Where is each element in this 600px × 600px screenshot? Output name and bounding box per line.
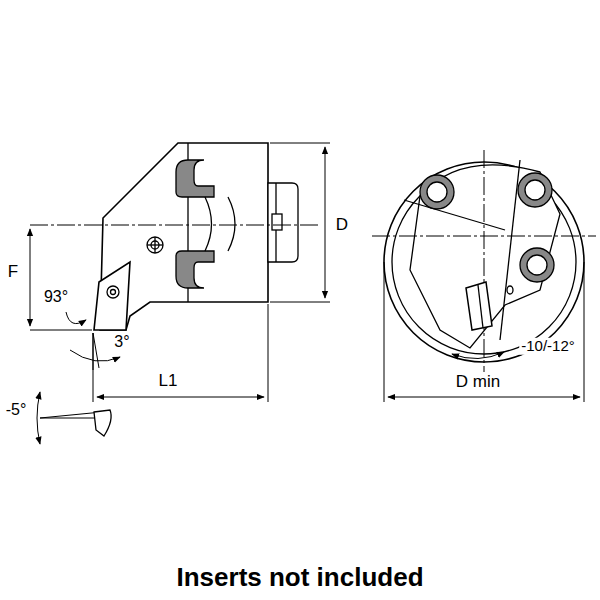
angle-label: 3° xyxy=(112,333,131,351)
angle-label: -10/-12° xyxy=(519,338,577,355)
dimension-label: L1 xyxy=(157,372,180,391)
dimension-label: D min xyxy=(454,373,502,392)
angle-label: 93° xyxy=(42,288,70,306)
dimension-label: F xyxy=(6,263,20,282)
angle-label: -5° xyxy=(4,401,29,419)
dimension-label: D xyxy=(334,216,350,235)
note-caption: Inserts not included xyxy=(176,562,423,593)
